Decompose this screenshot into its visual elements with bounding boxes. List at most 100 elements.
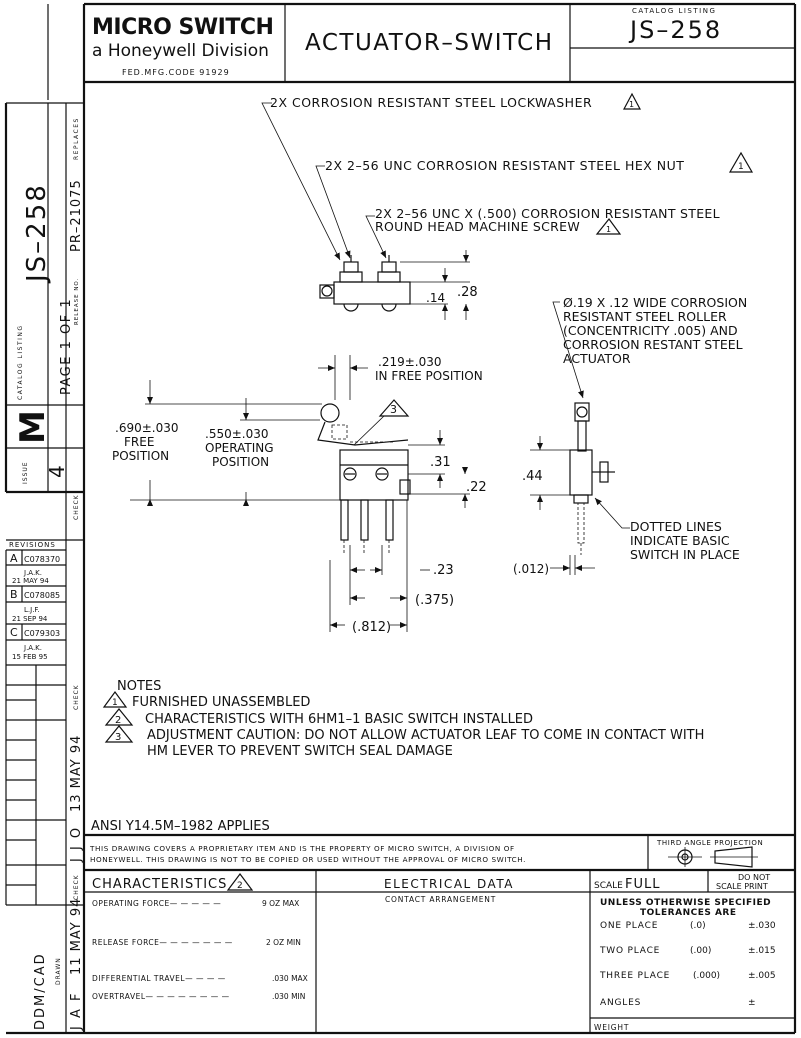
side-revisions-label: REVISIONS <box>9 541 56 549</box>
svg-text:3: 3 <box>390 403 397 416</box>
side-check-label-2: CHECK <box>73 684 80 710</box>
tol-three-value: ±.005 <box>748 971 776 981</box>
char-operating-value: 9 OZ MAX <box>262 899 299 908</box>
rev-a-by: J.A.K. <box>23 569 42 577</box>
char-diff-value: .030 MAX <box>272 974 308 983</box>
note-1-text: FURNISHED UNASSEMBLED <box>132 695 310 710</box>
char-operating-label: OPERATING FORCE— — — — — <box>92 899 221 908</box>
top-view-assembly: .14 .28 <box>319 250 478 320</box>
free-height-l2: POSITION <box>112 449 169 463</box>
side-release-no: PR–21075 <box>69 179 84 252</box>
callout-lockwasher: 2X CORROSION RESISTANT STEEL LOCKWASHER … <box>261 92 641 261</box>
side-drawn-date: 11 MAY 94 <box>69 898 84 975</box>
rev-a-code: C078370 <box>24 555 60 564</box>
side-issue-number: 4 <box>45 465 69 478</box>
rev-b-date: 21 SEP 94 <box>12 615 48 623</box>
revisions-table: A C078370 J.A.K. 21 MAY 94 B C078085 L.J… <box>5 549 66 666</box>
side-check-label-3: CHECK <box>73 874 80 900</box>
note-3-text: ADJUSTMENT CAUTION: DO NOT ALLOW ACTUATO… <box>147 728 704 743</box>
tol-angles-label: ANGLES <box>600 998 641 1008</box>
oper-l2: POSITION <box>212 455 269 469</box>
callout-hex-nut: 2X 2–56 UNC CORROSION RESISTANT STEEL HE… <box>315 151 754 259</box>
characteristics-heading: CHARACTERISTICS <box>92 877 227 892</box>
catalog-number: JS–258 <box>628 16 722 44</box>
rev-b-letter: B <box>10 588 18 601</box>
side-checker: J J O <box>69 826 84 863</box>
rev-c-by: J.A.K. <box>23 644 42 652</box>
free-pos-label: IN FREE POSITION <box>375 369 483 383</box>
tol-one-label: ONE PLACE <box>600 921 658 931</box>
projection-label: THIRD ANGLE PROJECTION <box>656 839 763 847</box>
do-not-scale-l2: SCALE PRINT <box>716 882 768 891</box>
electrical-heading: ELECTRICAL DATA <box>384 877 514 891</box>
svg-text:(CONCENTRICITY .005) AND: (CONCENTRICITY .005) AND <box>563 323 738 338</box>
svg-text:1: 1 <box>629 100 634 109</box>
rev-a-letter: A <box>10 552 18 565</box>
oper-value: .550±.030 <box>205 427 269 441</box>
rev-c-date: 15 FEB 95 <box>12 653 48 661</box>
front-view: .219±.030 IN FREE POSITION 3 .690±.030 F… <box>112 355 487 635</box>
tol-three-label: THREE PLACE <box>599 971 670 981</box>
svg-text:2X 2–56 UNC CORROSION RESISTAN: 2X 2–56 UNC CORROSION RESISTANT STEEL HE… <box>325 158 684 173</box>
svg-text:3: 3 <box>115 732 121 743</box>
note-3-cont: HM LEVER TO PREVENT SWITCH SEAL DAMAGE <box>147 744 453 759</box>
scale-label: SCALE <box>594 881 623 891</box>
proprietary-strip: THIS DRAWING COVERS A PROPRIETARY ITEM A… <box>84 833 795 870</box>
side-view: Ø.19 X .12 WIDE CORROSION RESISTANT STEE… <box>513 295 747 576</box>
svg-text:Ø.19 X .12 WIDE CORROSION: Ø.19 X .12 WIDE CORROSION <box>563 295 747 310</box>
tol-three-fmt: (.000) <box>693 971 720 981</box>
svg-text:1: 1 <box>606 225 611 234</box>
svg-text:RESISTANT STEEL ROLLER: RESISTANT STEEL ROLLER <box>563 309 727 324</box>
note-2-text: CHARACTERISTICS WITH 6HM1–1 BASIC SWITCH… <box>145 712 533 727</box>
dim-375: (.375) <box>415 593 454 608</box>
rev-c-letter: C <box>10 626 18 639</box>
side-letter: M <box>13 410 53 444</box>
oper-l1: OPERATING <box>205 441 274 455</box>
side-replaces-label: REPLACES <box>73 117 80 160</box>
rev-b-by: L.J.F. <box>24 606 40 614</box>
dim-23: .23 <box>433 563 454 578</box>
proprietary-line-2: HONEYWELL. THIS DRAWING IS NOT TO BE COP… <box>90 855 526 864</box>
rev-c-code: C079303 <box>24 629 60 638</box>
tolerance-heading-2: TOLERANCES ARE <box>640 908 737 918</box>
svg-text:2: 2 <box>237 881 243 891</box>
dim-44: .44 <box>522 469 543 484</box>
svg-text:CORROSION RESTANT STEEL: CORROSION RESTANT STEEL <box>563 337 743 352</box>
rev-b-code: C078085 <box>24 591 60 600</box>
tolerance-heading-1: UNLESS OTHERWISE SPECIFIED <box>600 898 771 908</box>
side-check-date: 13 MAY 94 <box>69 735 84 812</box>
side-release-label: RELEASE NO. <box>74 278 80 325</box>
free-pos-value: .219±.030 <box>378 355 442 369</box>
char-diff-label: DIFFERENTIAL TRAVEL— — — — <box>92 974 226 983</box>
svg-text:INDICATE BASIC: INDICATE BASIC <box>630 533 730 548</box>
side-ddm: DDM/CAD <box>33 952 48 1030</box>
svg-text:1: 1 <box>112 698 118 708</box>
title-block: MICRO SWITCH a Honeywell Division FED.MF… <box>84 4 795 84</box>
char-release-value: 2 OZ MIN <box>266 938 301 947</box>
brand-name: MICRO SWITCH <box>92 15 273 40</box>
tol-two-value: ±.015 <box>748 946 776 956</box>
notes: NOTES 1 FURNISHED UNASSEMBLED 2 CHARACTE… <box>91 679 704 834</box>
catalog-label: CATALOG LISTING <box>632 7 716 15</box>
proprietary-line-1: THIS DRAWING COVERS A PROPRIETARY ITEM A… <box>89 844 515 853</box>
weight-label: WEIGHT <box>594 1023 629 1032</box>
side-page: PAGE 1 OF 1 <box>59 298 74 395</box>
sheet-frame <box>6 2 797 1035</box>
do-not-scale-l1: DO NOT <box>738 873 770 882</box>
svg-text:SWITCH IN PLACE: SWITCH IN PLACE <box>630 547 740 562</box>
dim-31: .31 <box>430 455 451 470</box>
free-height-l1: FREE <box>124 435 154 449</box>
bottom-block: CHARACTERISTICS 2 OPERATING FORCE— — — —… <box>84 868 795 1033</box>
side-strip: JS–258 PR–21075 REPLACES RELEASE NO. PAG… <box>4 102 84 1033</box>
fed-code: FED.MFG.CODE 91929 <box>122 68 230 77</box>
notes-heading: NOTES <box>117 679 161 694</box>
char-release-label: RELEASE FORCE— — — — — — — <box>92 938 233 947</box>
dim-812: (.812) <box>352 620 391 635</box>
tol-two-fmt: (.00) <box>690 946 711 956</box>
contact-arrangement: CONTACT ARRANGEMENT <box>385 895 496 904</box>
dim-22: .22 <box>466 480 487 495</box>
side-check-label: CHECK <box>73 494 80 520</box>
char-over-label: OVERTRAVEL— — — — — — — — <box>92 992 230 1001</box>
side-drawn-label: DRAWN <box>55 957 62 985</box>
